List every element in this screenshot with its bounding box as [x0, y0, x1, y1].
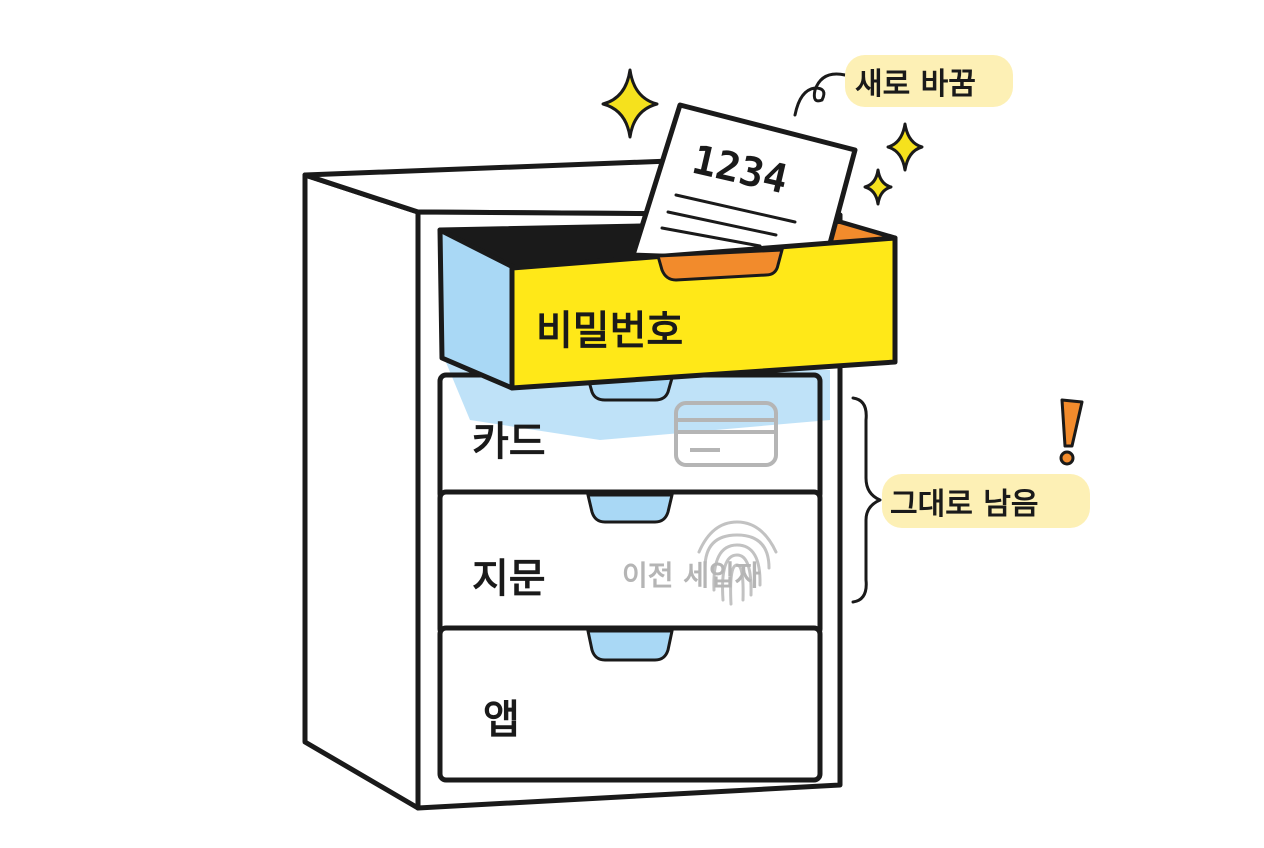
exclamation-icon: [1059, 398, 1084, 466]
drawer-password-handle[interactable]: [656, 248, 784, 282]
callout-brace: [851, 396, 882, 604]
drawer-fingerprint-label: 지문: [472, 556, 546, 602]
drawer-app-front: [437, 625, 823, 783]
callout-remains-bg: [882, 474, 1090, 528]
drawer-app-handle[interactable]: [586, 629, 674, 662]
credit-card-icon: [674, 401, 778, 467]
drawer-card-label: 카드: [472, 419, 546, 465]
sparkles: [601, 68, 924, 206]
sparkle-icon: [863, 168, 893, 206]
sparkle-icon: [886, 122, 924, 172]
drawer-password[interactable]: 1234 비밀번호: [437, 102, 898, 391]
callout-remains-text: 그대로 남음: [890, 487, 1038, 522]
callout-new-text: 새로 바꿈: [855, 67, 976, 102]
drawer-password-front: [509, 235, 898, 391]
previous-tenant-overlay: 이전 세입자: [622, 559, 761, 592]
drawer-app[interactable]: 앱: [437, 625, 823, 783]
callout-remains: 그대로 남음: [851, 396, 1090, 604]
password-note[interactable]: 1234: [630, 102, 858, 265]
sparkle-icon: [601, 68, 659, 139]
drawer-app-label: 앱: [483, 697, 520, 743]
drawer-fingerprint[interactable]: 지문 이전 세입자: [437, 489, 823, 638]
note-lines: [660, 193, 797, 248]
drawer-card[interactable]: 카드: [437, 372, 823, 503]
callout-new-pointer: [793, 72, 847, 117]
callout-new: 새로 바꿈: [793, 55, 1013, 117]
cabinet-side-panel: [302, 172, 421, 811]
drawer-password-label: 비밀번호: [536, 308, 683, 354]
fingerprint-icon: [697, 520, 778, 606]
callout-new-bg: [845, 55, 1013, 107]
drawer-fingerprint-handle[interactable]: [586, 493, 674, 524]
